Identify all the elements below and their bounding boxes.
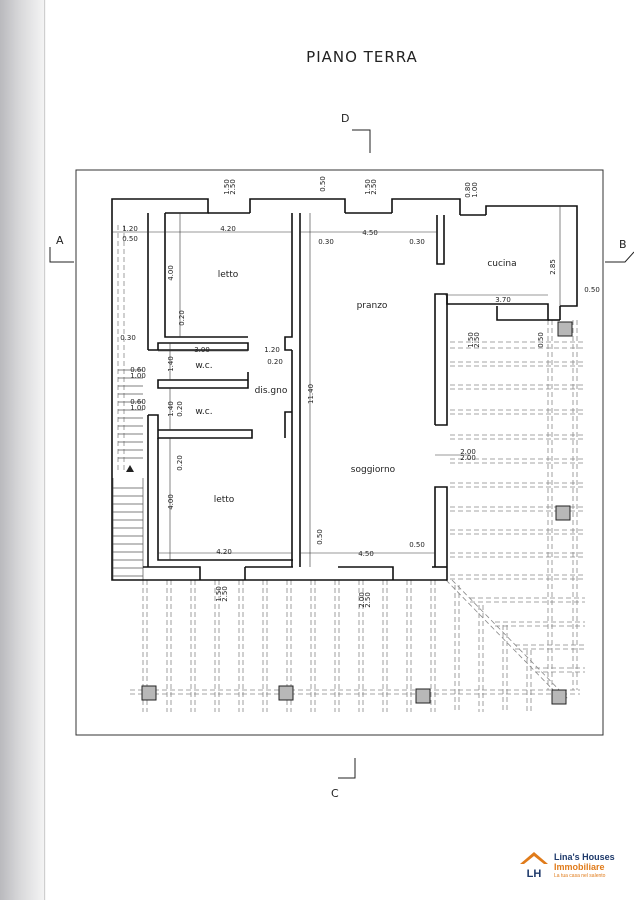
dim-label: 1.50 xyxy=(364,179,372,195)
dim-label: 11.40 xyxy=(307,384,315,404)
dim-label: 1.20 xyxy=(122,225,138,233)
dim-label: 2.85 xyxy=(549,259,557,275)
dim-label: 0.50 xyxy=(316,529,324,545)
room-soggiorno: soggiorno xyxy=(351,465,396,475)
dim-label: 0.50 xyxy=(319,176,327,192)
section-marker-a xyxy=(49,247,74,263)
section-marker-b xyxy=(605,251,634,263)
dim-label: 0.20 xyxy=(176,401,184,417)
dim-label: 2.50 xyxy=(473,332,481,348)
dim-label: 0.20 xyxy=(178,310,186,326)
logo-tagline: La tua casa nel salento xyxy=(554,873,606,879)
dim-label: 0.60 xyxy=(130,398,146,406)
room-disimpegno: dis.gno xyxy=(255,386,288,396)
section-marker-d xyxy=(352,129,371,153)
walls xyxy=(111,198,578,581)
dim-label: 4.50 xyxy=(362,229,378,237)
section-label-d: D xyxy=(341,112,349,125)
binder-margin xyxy=(0,0,46,900)
dim-label: 0.80 xyxy=(464,182,472,198)
dim-label: 0.50 xyxy=(584,286,600,294)
dim-label: 1.20 xyxy=(264,346,280,354)
dim-label: 0.20 xyxy=(267,358,283,366)
dim-label: 1.00 xyxy=(471,182,479,198)
dim-label: 1.50 xyxy=(467,332,475,348)
dim-label: 2.50 xyxy=(370,179,378,195)
dim-label: 1.50 xyxy=(223,179,231,195)
room-wc-2: w.c. xyxy=(195,407,212,417)
dim-label: 1.50 xyxy=(215,586,223,602)
section-label-a: A xyxy=(56,234,64,247)
house-logo-icon: LH xyxy=(520,852,548,880)
dim-label: 3.70 xyxy=(495,296,511,304)
dim-label: 0.20 xyxy=(176,455,184,471)
dim-label: 4.20 xyxy=(216,548,232,556)
dim-label: 2.50 xyxy=(364,592,372,608)
dim-label: 4.00 xyxy=(167,265,175,281)
section-label-b: B xyxy=(619,238,627,251)
dim-label: 1.00 xyxy=(130,372,146,380)
drawing-frame xyxy=(75,169,604,736)
stair xyxy=(112,369,144,580)
room-pranzo: pranzo xyxy=(357,301,388,311)
section-label-c: C xyxy=(331,787,339,800)
pergola-pillars xyxy=(141,321,573,705)
dim-label: 0.30 xyxy=(318,238,334,246)
dim-label: 2.50 xyxy=(229,179,237,195)
dim-label: 0.60 xyxy=(130,366,146,374)
dimension-lines xyxy=(112,206,561,567)
section-marker-c xyxy=(338,758,356,779)
agency-logo: LH Lina's Houses Immobiliare La tua casa… xyxy=(518,850,618,882)
plan-title: PIANO TERRA xyxy=(306,48,418,66)
dim-label: 0.50 xyxy=(537,332,545,348)
room-letto-bottom: letto xyxy=(214,495,235,505)
svg-text:LH: LH xyxy=(527,868,542,880)
dim-label: 2.50 xyxy=(221,586,229,602)
room-cucina: cucina xyxy=(487,259,516,269)
dim-label: 2.00 xyxy=(358,592,366,608)
dim-label: 4.50 xyxy=(358,550,374,558)
dim-label: 4.20 xyxy=(220,225,236,233)
dim-label: 0.50 xyxy=(409,541,425,549)
room-wc-1: w.c. xyxy=(195,361,212,371)
stair-arrow-icon xyxy=(126,465,134,472)
dim-label: 1.00 xyxy=(130,404,146,412)
logo-name: Lina's Houses xyxy=(554,852,615,862)
dim-label: 2.00 xyxy=(460,454,476,462)
dim-label: 4.00 xyxy=(167,494,175,510)
logo-subtitle: Immobiliare xyxy=(554,862,605,872)
dim-label: 1.40 xyxy=(167,356,175,372)
dim-label: 2.00 xyxy=(460,448,476,456)
dim-label: 1.40 xyxy=(167,401,175,417)
dim-label: 0.50 xyxy=(122,235,138,243)
dim-label: 0.30 xyxy=(120,334,136,342)
dim-label: 3.00 xyxy=(194,346,210,354)
binder-edge xyxy=(44,0,45,900)
room-letto-top: letto xyxy=(218,270,239,280)
dim-label: 0.30 xyxy=(409,238,425,246)
